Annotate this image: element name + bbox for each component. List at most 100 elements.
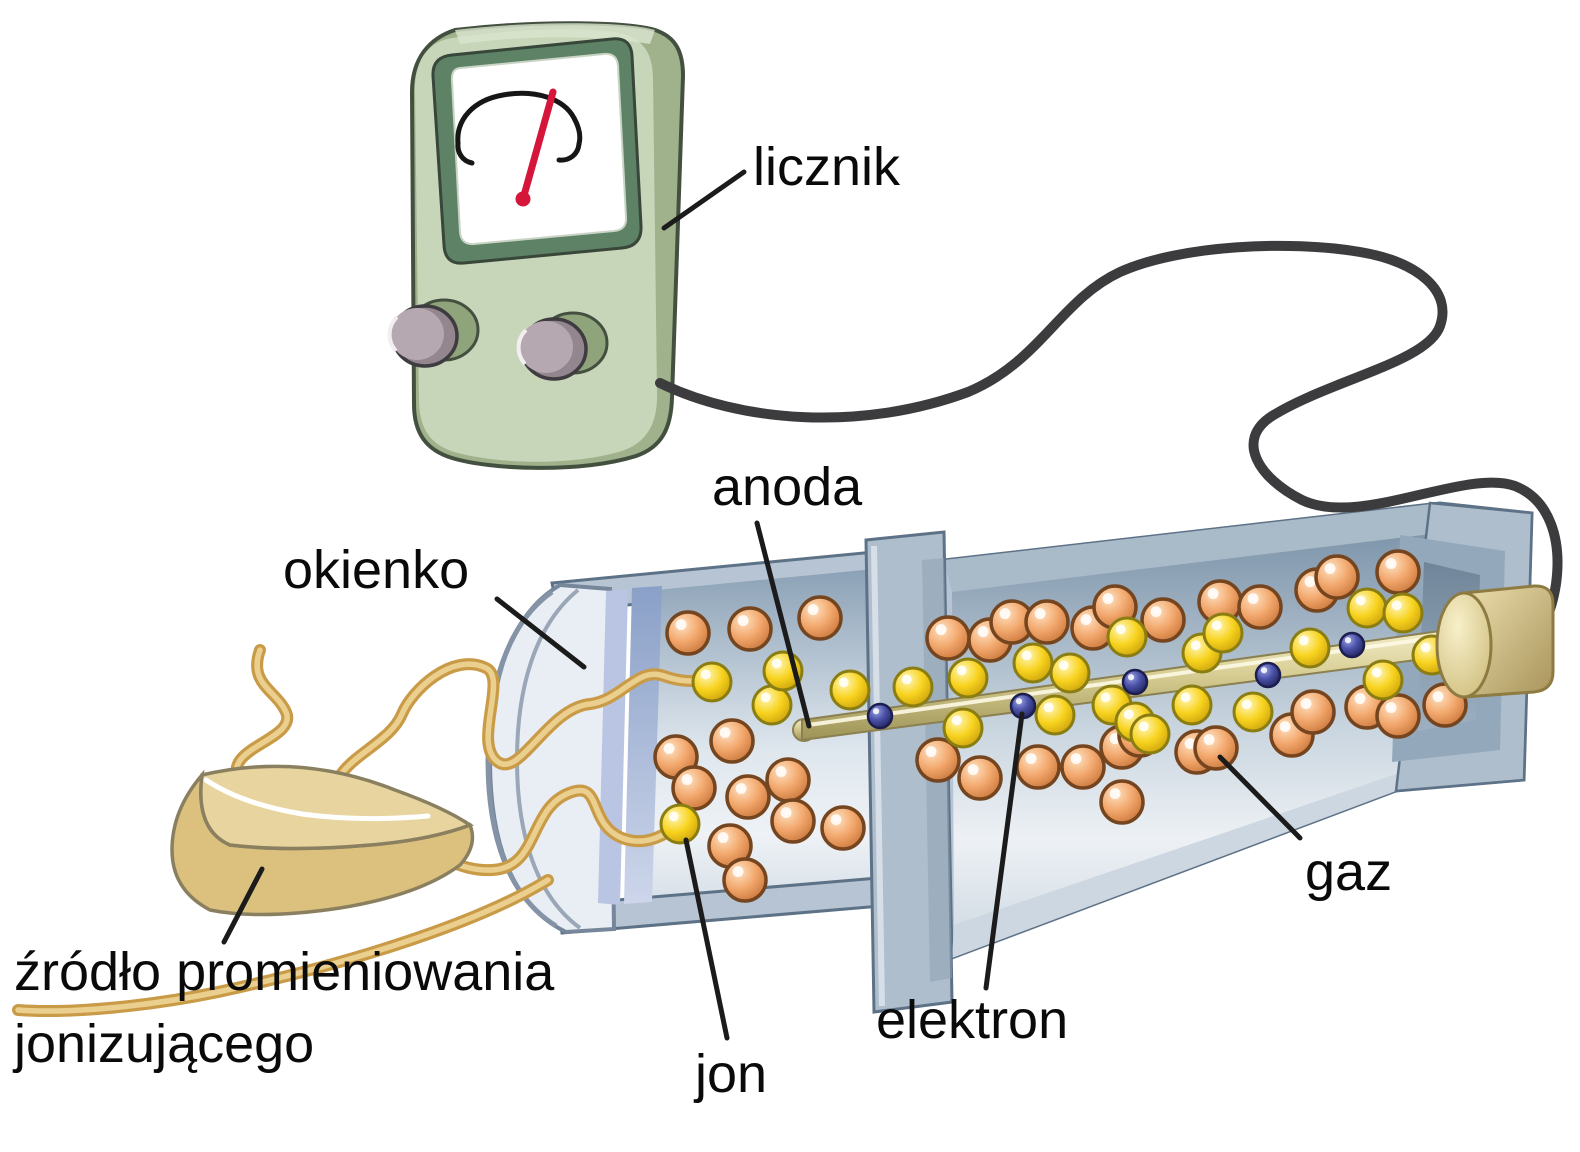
ion-particle — [1232, 691, 1274, 733]
gas-atom-highlight — [1070, 753, 1082, 765]
ion-particle-highlight — [760, 692, 771, 703]
gas-atom-highlight — [935, 624, 947, 636]
gas-atom-highlight — [1304, 576, 1316, 588]
gas-atom — [765, 757, 811, 803]
end-cap-electrode — [1435, 584, 1555, 699]
gas-atom — [1290, 689, 1336, 735]
ion-particle — [751, 684, 793, 726]
label-gaz: gaz — [1305, 842, 1392, 902]
ion-particle — [1362, 659, 1404, 701]
ion-particle-highlight — [951, 715, 962, 726]
meter-knob-right[interactable] — [516, 311, 609, 381]
ion-particle-highlight — [1355, 595, 1366, 606]
needle-pivot — [515, 191, 531, 207]
electron-particle — [1121, 668, 1149, 696]
gas-atom-highlight — [1385, 558, 1397, 570]
gm-tube — [485, 501, 1534, 1014]
ion-particle-highlight — [1138, 721, 1149, 732]
meter-body-top-highlight — [455, 23, 655, 44]
gas-atom-highlight — [967, 764, 979, 776]
electron-particle — [1338, 631, 1366, 659]
ion-particle — [1129, 713, 1171, 755]
rock-crease — [203, 777, 431, 822]
flange-highlight — [871, 545, 885, 1007]
gas-atom — [1314, 554, 1360, 600]
leader-jon — [683, 837, 730, 1041]
ion-particle-highlight — [1058, 660, 1069, 671]
ion-particle-highlight — [1371, 667, 1382, 678]
ion-particle — [1106, 616, 1148, 658]
electron-particle-highlight — [1260, 667, 1268, 674]
tube-bottom-rim — [952, 758, 1444, 958]
meter-scale-arc — [455, 90, 583, 166]
gas-atom — [709, 718, 755, 764]
gas-atom-highlight — [1279, 721, 1291, 733]
electron-particle-highlight — [1127, 674, 1135, 681]
electron-particle-highlight — [1344, 637, 1352, 644]
gas-atom — [671, 765, 717, 811]
ion-particle-highlight — [1021, 650, 1032, 661]
meter-device — [387, 21, 686, 470]
gas-atom-highlight — [1109, 788, 1121, 800]
electron-particle — [866, 702, 894, 730]
label-zrodlo-line2: jonizującego — [12, 1014, 314, 1074]
ion-particle-highlight — [1180, 692, 1191, 703]
gas-atom — [1060, 744, 1106, 790]
ion-particle — [1034, 694, 1076, 736]
ion-particle-highlight — [956, 665, 967, 676]
electron-particle — [1254, 661, 1282, 689]
gas-atom-highlight — [780, 807, 792, 819]
label-elektron: elektron — [876, 990, 1068, 1050]
gas-atom — [1193, 725, 1239, 771]
gas-atom-highlight — [719, 727, 731, 739]
gas-atom — [770, 798, 816, 844]
meter-needle — [515, 88, 557, 207]
gas-atom-highlight — [737, 615, 749, 627]
ion-particle-highlight — [1123, 709, 1134, 720]
gas-atom-highlight — [1354, 693, 1366, 705]
gas-atom-highlight — [735, 783, 747, 795]
ion-particle-highlight — [1391, 600, 1402, 611]
gas-atom — [1375, 693, 1421, 739]
gas-atom-highlight — [1150, 606, 1162, 618]
tube-large-top-band — [944, 503, 1448, 592]
gas-atom-highlight — [807, 604, 819, 616]
label-zrodlo-line1: źródło promieniowania — [14, 942, 555, 1002]
leader-anoda — [754, 520, 812, 729]
gas-atom — [1140, 597, 1186, 643]
ion-particle — [892, 666, 934, 708]
leader-zrodlo — [221, 866, 265, 945]
gas-atom-highlight — [1102, 593, 1114, 605]
ion-particle-highlight — [1211, 620, 1222, 631]
meter-knob-left[interactable] — [387, 298, 480, 368]
label-jon: jon — [693, 1044, 767, 1104]
gas-atom-highlight — [663, 743, 675, 755]
gas-atom — [1237, 584, 1283, 630]
gas-atom-highlight — [1300, 698, 1312, 710]
gas-atom-highlight — [1080, 614, 1092, 626]
particles-layer — [653, 549, 1468, 903]
ion-particle-highlight — [1420, 642, 1431, 653]
gas-atom — [665, 610, 711, 656]
ion-particle — [1171, 684, 1213, 726]
gas-atom — [727, 606, 773, 652]
ion-particle-highlight — [1298, 635, 1309, 646]
ion-particle — [942, 707, 984, 749]
radiation-ray-low-sweep — [12, 874, 554, 1018]
label-licznik: licznik — [753, 137, 901, 197]
ion-particle-highlight — [838, 677, 849, 688]
gas-atom-highlight — [1025, 753, 1037, 765]
ion-particle — [1202, 612, 1244, 654]
gas-atom-highlight — [732, 866, 744, 878]
ion-particle-highlight — [1115, 624, 1126, 635]
gas-atom-highlight — [1324, 563, 1336, 575]
electron-particle-highlight — [872, 708, 880, 715]
gas-atom-highlight — [1034, 608, 1046, 620]
ion-particle-highlight — [1241, 699, 1252, 710]
label-anoda: anoda — [712, 457, 863, 517]
ion-particle — [691, 661, 733, 703]
ion-particle-highlight — [1190, 640, 1201, 651]
ion-particle-highlight — [771, 658, 782, 669]
gas-atom — [725, 774, 771, 820]
